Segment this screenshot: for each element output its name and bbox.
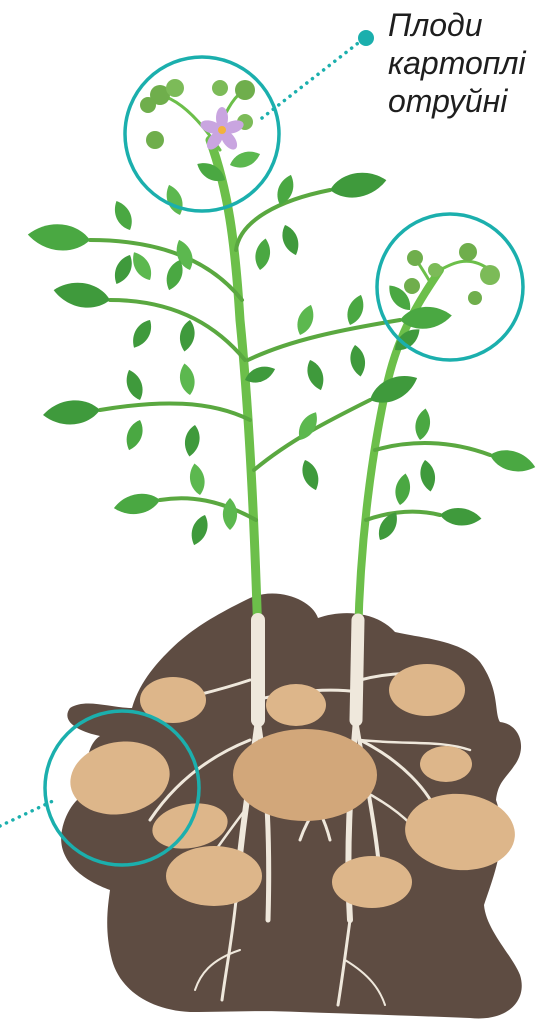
tuber-icon <box>233 729 377 821</box>
callout-line-3: отруйні <box>388 82 548 120</box>
flower-icon <box>199 107 246 152</box>
highlight-ring-flower <box>125 57 279 211</box>
callout-line-2: картоплі <box>388 44 548 82</box>
callout-line-1: Плоди <box>388 6 548 44</box>
tuber-icon <box>389 664 465 716</box>
callout-connector-top <box>262 30 374 118</box>
berry-cluster-icon <box>140 79 255 149</box>
highlight-ring-berries <box>377 214 523 360</box>
plant-stems <box>90 90 490 640</box>
tuber-icon <box>332 856 412 908</box>
callout-label: Плоди картоплі отруйні <box>388 6 548 120</box>
tuber-icon <box>266 684 326 726</box>
tuber-icon <box>166 846 262 906</box>
berry-cluster-right-icon <box>404 243 500 305</box>
tuber-icon <box>420 746 472 782</box>
